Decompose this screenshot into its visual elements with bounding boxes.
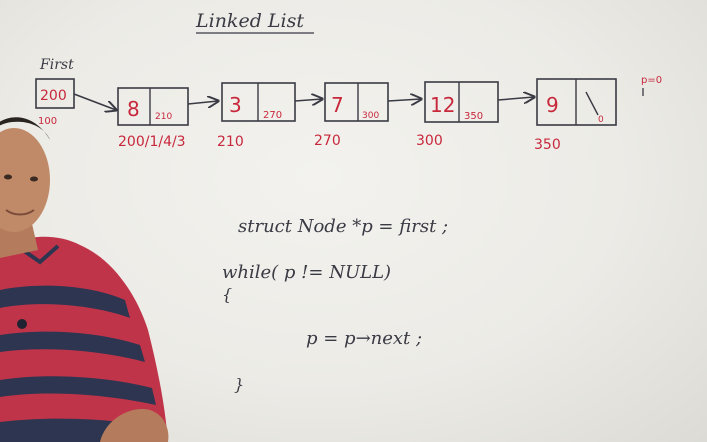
- first-box: [35, 78, 75, 109]
- node-4-data: 12: [430, 93, 455, 117]
- arrow-1: [187, 101, 218, 104]
- code-line-1: struct Node *p = first ;: [238, 216, 448, 237]
- code-line-4: p = p→next ;: [306, 328, 422, 349]
- node-4-address: 300: [416, 133, 443, 149]
- first-address: 100: [38, 116, 57, 127]
- side-note: p=0: [641, 75, 662, 86]
- arrow-3: [387, 99, 421, 101]
- node-3-address: 270: [314, 133, 341, 149]
- node-1-data: 8: [127, 97, 140, 121]
- node-1-address: 200/1/4/3: [118, 134, 186, 150]
- code-line-2: while( p != NULL): [222, 262, 391, 283]
- node-3-next: 300: [362, 111, 379, 121]
- arrow-2: [294, 99, 322, 101]
- presenter: [0, 117, 169, 442]
- node-2-address: 210: [217, 134, 244, 150]
- arrow-4: [497, 97, 534, 100]
- code-line-5: }: [234, 375, 244, 394]
- node-1-next: 210: [155, 112, 172, 122]
- node-3: 7 300 270: [314, 82, 389, 149]
- node-2-data: 3: [229, 93, 242, 117]
- node-4-next: 350: [464, 111, 483, 122]
- first-arrow: [73, 93, 116, 110]
- first-value: 200: [40, 88, 67, 104]
- node-5-data: 9: [546, 93, 559, 117]
- node-5-address: 350: [534, 137, 561, 153]
- node-5-next: 0: [598, 115, 604, 125]
- node-2: 3 270 210: [217, 82, 296, 150]
- code-line-3: {: [222, 285, 232, 304]
- first-label: First: [39, 57, 74, 73]
- node-1: 8 210 200/1/4/3: [117, 87, 189, 150]
- node-2-next: 270: [263, 110, 282, 121]
- title: Linked List: [195, 10, 304, 32]
- node-3-data: 7: [331, 93, 344, 117]
- node-4: 12 350 300: [416, 81, 499, 149]
- node-5: 9 0 350: [534, 78, 617, 153]
